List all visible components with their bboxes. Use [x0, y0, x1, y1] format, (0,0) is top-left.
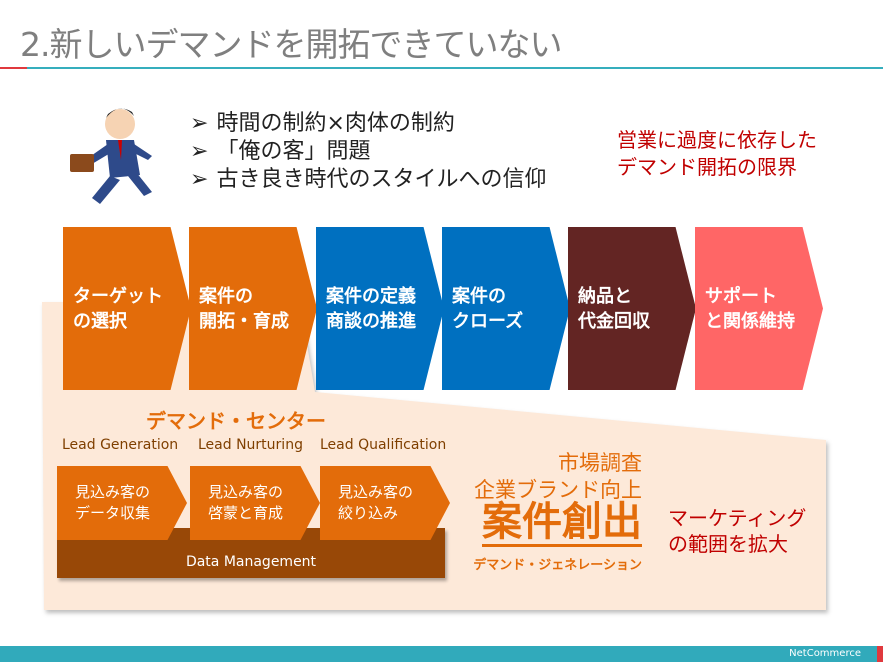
title-rule-accent: [0, 67, 27, 69]
demand-center-title: デマンド・センター: [146, 409, 326, 433]
footer-logo: NetCommerce: [789, 648, 861, 659]
arrow-bullet-icon: ➢: [190, 167, 209, 192]
process-step: 納品と代金回収: [568, 227, 696, 390]
lead-stage-step: 見込み客のデータ収集: [57, 466, 187, 540]
process-step: 案件の開拓・育成: [189, 227, 317, 390]
arrow-bullet-icon: ➢: [190, 139, 209, 164]
process-step: サポートと関係維持: [695, 227, 823, 390]
footer-bar: NetCommerce: [0, 646, 883, 662]
lead-qualification-label: Lead Qualification: [320, 437, 447, 453]
running-businessman-icon: [70, 108, 152, 204]
lead-stage-step: 見込み客の啓蒙と育成: [190, 466, 320, 540]
process-step: ターゲットの選択: [63, 227, 191, 390]
process-step: 案件の定義商談の推進: [316, 227, 444, 390]
demand-generation: デマンド・ジェネレーション: [473, 558, 642, 573]
bullet-item: ➢古き良き時代のスタイルへの信仰: [190, 167, 547, 192]
footer-accent: [877, 646, 883, 662]
limit-note: 営業に過度に依存した デマンド開拓の限界: [617, 128, 817, 179]
bullet-list: ➢時間の制約×肉体の制約 ➢「俺の客」問題 ➢古き良き時代のスタイルへの信仰: [190, 110, 546, 194]
lead-generation-label: Lead Generation: [62, 437, 179, 453]
process-step: 案件のクローズ: [442, 227, 570, 390]
brand-improvement: 企業ブランド向上: [474, 478, 642, 502]
bullet-item: ➢時間の制約×肉体の制約: [190, 111, 455, 136]
lead-stage-step: 見込み客の絞り込み: [320, 466, 450, 540]
lead-nurturing-label: Lead Nurturing: [198, 437, 303, 453]
market-research: 市場調査: [558, 451, 642, 475]
bullet-item: ➢「俺の客」問題: [190, 139, 371, 164]
page-title: 2.新しいデマンドを開拓できていない: [20, 25, 562, 64]
title-rule: [27, 67, 883, 69]
opportunity-creation: 案件創出: [482, 499, 642, 547]
marketing-note: マーケティング の範囲を拡大: [668, 506, 807, 556]
arrow-bullet-icon: ➢: [190, 111, 209, 136]
